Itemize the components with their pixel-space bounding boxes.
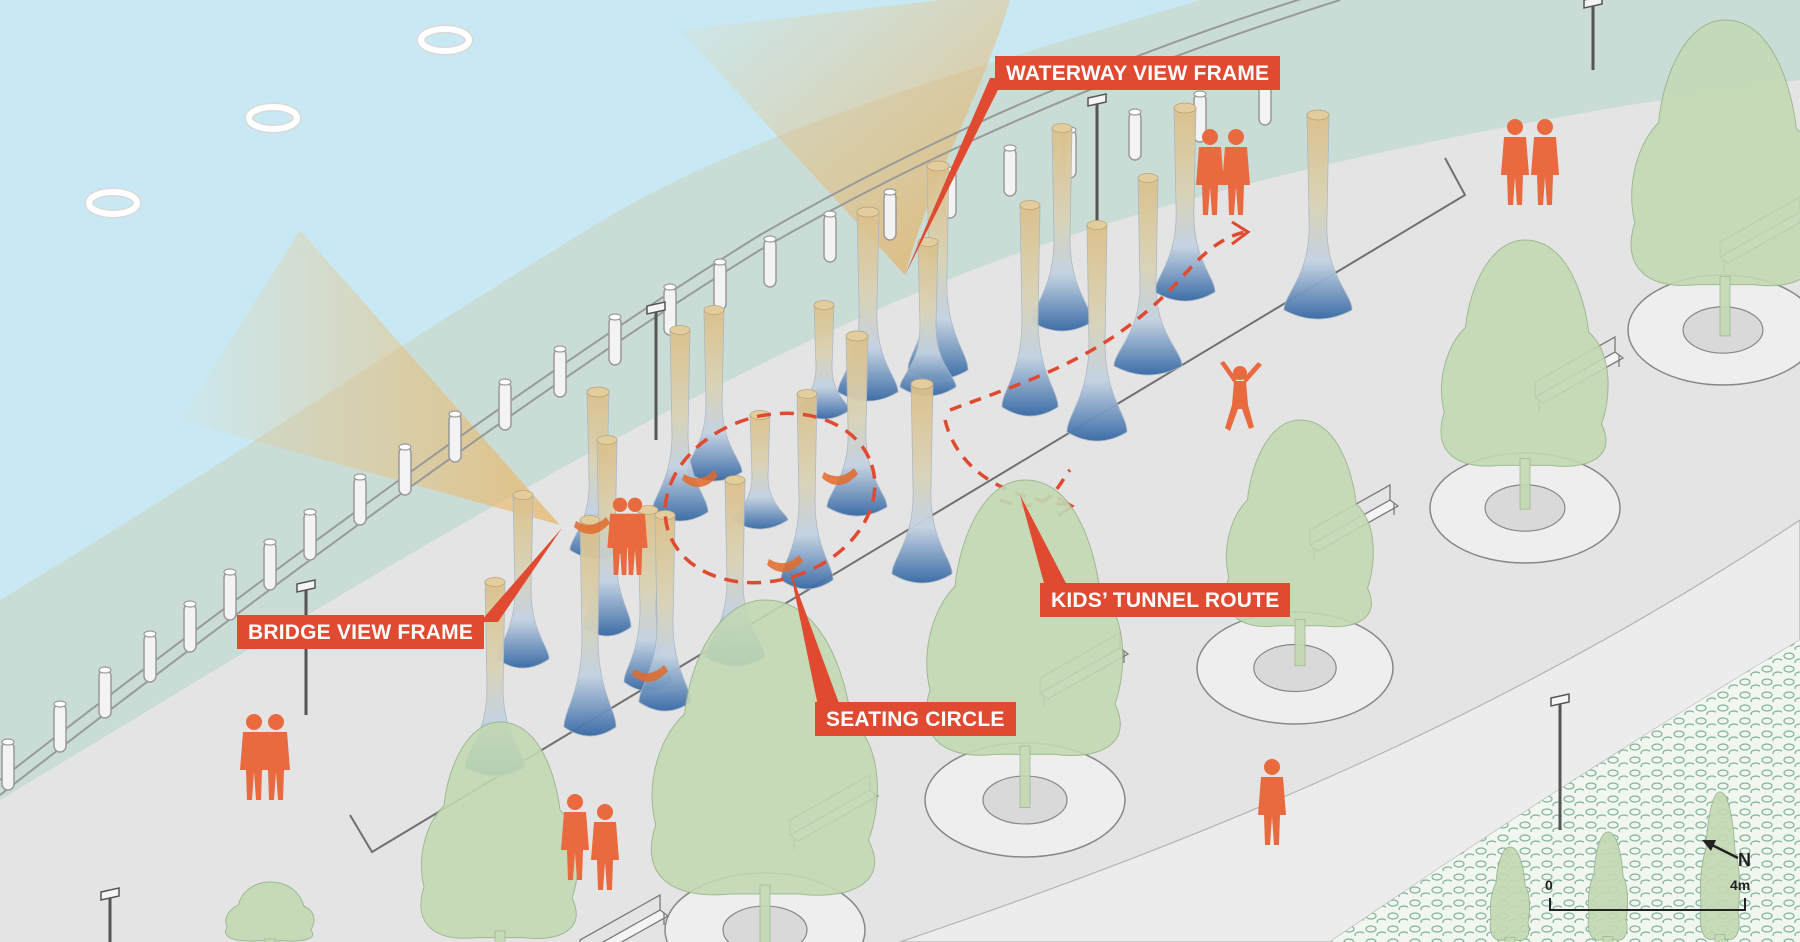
- seating-cutout: [767, 555, 803, 573]
- sculptural-column: [563, 515, 617, 737]
- kids-tunnel-route-callout: KIDS’ TUNNEL ROUTE: [1040, 583, 1291, 617]
- railing-post: [263, 538, 277, 591]
- railing-post: [498, 378, 512, 431]
- railing-post: [883, 188, 897, 241]
- bench: [579, 893, 670, 942]
- tree: [1699, 791, 1741, 942]
- railing-post: [763, 235, 777, 288]
- railing-post: [98, 666, 112, 719]
- person-silhouette: [1531, 119, 1559, 205]
- sculptural-column: [651, 325, 709, 522]
- tree: [420, 721, 579, 942]
- railing-post: [353, 473, 367, 526]
- tree: [225, 881, 315, 942]
- jumping-kid-silhouette: [1220, 361, 1262, 431]
- promenade: [0, 80, 1800, 942]
- sculptural-column: [1113, 173, 1183, 376]
- railing-post: [1, 738, 15, 791]
- person-silhouette: [1258, 759, 1286, 845]
- railing-post: [303, 508, 317, 561]
- sculptural-column: [638, 510, 692, 712]
- person-silhouette: [1196, 129, 1224, 215]
- bridge-view-frame-callout: BRIDGE VIEW FRAME: [237, 615, 485, 649]
- railing-post: [823, 210, 837, 263]
- lifebuoys: [84, 24, 474, 219]
- railing-post: [1003, 144, 1017, 197]
- street-lamp: [296, 579, 316, 715]
- street-lamps: [100, 0, 1603, 942]
- route-arrow-head: [1231, 220, 1251, 246]
- street-lamp: [100, 887, 120, 942]
- tree-pit: [1627, 274, 1800, 386]
- street-lamp: [1583, 0, 1603, 70]
- person-silhouette: [591, 804, 619, 890]
- railing-post: [1128, 108, 1142, 161]
- water-body: [0, 0, 1200, 600]
- seating-cutout: [632, 665, 668, 683]
- person-silhouette: [561, 794, 589, 880]
- dotted-texture: [1330, 640, 1800, 942]
- seating-circle-path: [663, 411, 877, 585]
- sculptural-column: [891, 378, 953, 584]
- scale-bar: 0 4m: [1545, 877, 1750, 911]
- callout-pointers: [480, 78, 1068, 706]
- railing-post: [398, 443, 412, 496]
- tree: [1630, 19, 1800, 337]
- sculptural-columns: [464, 102, 1353, 777]
- tree: [1587, 831, 1629, 942]
- seating-cutout: [822, 468, 858, 486]
- tree: [1489, 846, 1531, 942]
- scale-end-label: 4m: [1730, 877, 1750, 893]
- person-silhouette: [622, 497, 648, 575]
- sculptural-column: [1066, 220, 1128, 442]
- street-lamp: [1087, 93, 1107, 222]
- person-silhouette: [262, 714, 290, 800]
- street-lamp: [1550, 693, 1570, 830]
- railing-post: [608, 313, 622, 366]
- north-arrow: N: [1702, 840, 1751, 870]
- sculptural-column: [1001, 200, 1059, 417]
- seating-circle-callout: SEATING CIRCLE: [815, 702, 1016, 736]
- sculptural-column: [1031, 123, 1093, 332]
- person-silhouette: [1222, 129, 1250, 215]
- railing-post: [53, 700, 67, 753]
- railing-post: [448, 410, 462, 463]
- person-silhouette: [240, 714, 268, 800]
- bridge-view-cone: [180, 230, 560, 525]
- person-silhouette: [1501, 119, 1529, 205]
- tree: [925, 479, 1124, 808]
- railing-post: [553, 345, 567, 398]
- railing-post: [713, 258, 727, 311]
- railing-post: [183, 600, 197, 653]
- waterway-view-frame-callout: WATERWAY VIEW FRAME: [995, 56, 1281, 90]
- tree: [1440, 239, 1609, 510]
- seating-cutout: [682, 470, 718, 488]
- scale-start-label: 0: [1545, 877, 1553, 893]
- railing-post: [143, 630, 157, 683]
- seating-cutout: [574, 517, 610, 535]
- north-label: N: [1738, 850, 1751, 870]
- kids-tunnel-route-path: [949, 230, 1246, 412]
- sculptural-column: [780, 389, 834, 590]
- railing-post: [223, 568, 237, 621]
- sculptural-column: [1154, 102, 1216, 302]
- street-lamp: [646, 301, 666, 440]
- sculptural-column: [1283, 109, 1353, 320]
- people: [240, 119, 1559, 890]
- tree: [1225, 419, 1374, 667]
- railing-post: [663, 283, 677, 336]
